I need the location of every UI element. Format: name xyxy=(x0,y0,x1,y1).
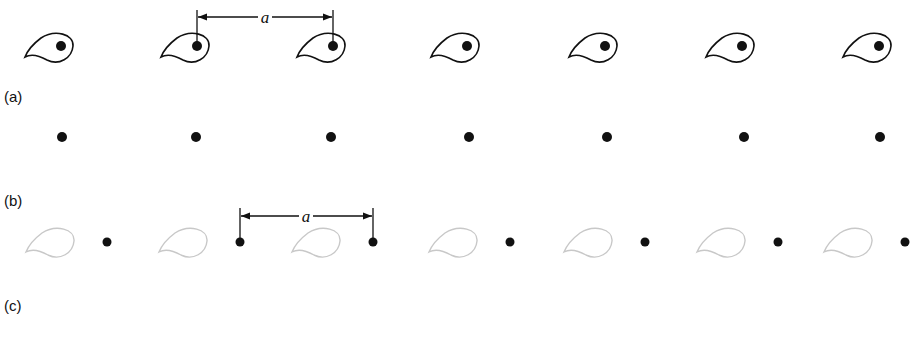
molecule-shape xyxy=(161,33,209,62)
lattice-point xyxy=(506,238,515,247)
molecule-shape xyxy=(25,33,73,62)
molecule-shape xyxy=(564,228,612,257)
lattice-point xyxy=(103,238,112,247)
molecule-shape xyxy=(569,33,617,62)
part-label: (c) xyxy=(4,298,22,313)
lattice-point xyxy=(901,238,910,247)
lattice-point xyxy=(57,132,67,142)
distance-label: a xyxy=(258,9,273,26)
molecule-shape xyxy=(843,33,891,62)
molecule-shape xyxy=(297,33,345,62)
molecule-shape xyxy=(697,228,745,257)
molecule-row xyxy=(25,33,891,62)
lattice-point xyxy=(641,238,650,247)
molecule-shape xyxy=(292,228,340,257)
molecule-shape xyxy=(706,33,754,62)
lattice-point xyxy=(326,132,336,142)
molecule-shape xyxy=(26,228,74,257)
lattice-point xyxy=(462,41,472,51)
shifted-row xyxy=(26,228,910,257)
lattice-point xyxy=(737,41,747,51)
molecule-shape xyxy=(429,228,477,257)
dimension-bracket xyxy=(240,208,373,242)
lattice-point xyxy=(464,132,474,142)
lattice-point xyxy=(875,132,885,142)
molecule-shape xyxy=(159,228,207,257)
lattice-point xyxy=(328,41,338,51)
part-label: (b) xyxy=(4,193,22,208)
lattice-point xyxy=(774,238,783,247)
part-label: (a) xyxy=(4,89,22,104)
lattice-point xyxy=(192,41,202,51)
molecule-shape xyxy=(431,33,479,62)
lattice-point xyxy=(191,132,201,142)
molecule-shape xyxy=(824,228,872,257)
lattice-row xyxy=(57,132,885,142)
lattice-point xyxy=(739,132,749,142)
distance-label: a xyxy=(299,208,314,225)
lattice-point xyxy=(56,41,66,51)
lattice-point xyxy=(602,132,612,142)
lattice-point xyxy=(600,41,610,51)
lattice-point xyxy=(874,41,884,51)
